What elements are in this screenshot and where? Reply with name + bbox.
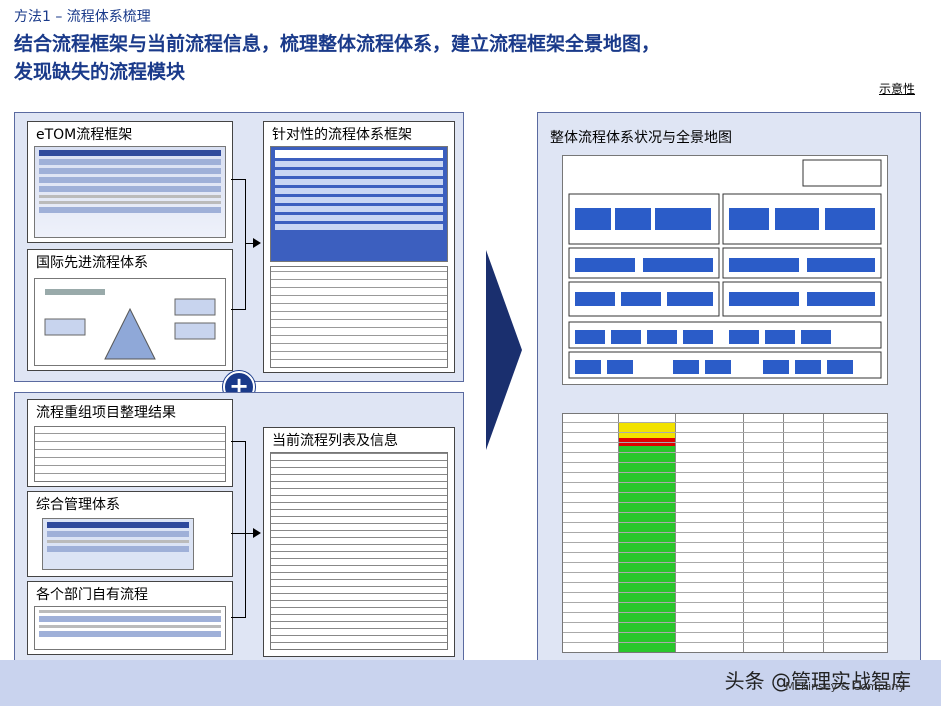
target-thumb-top <box>270 146 448 262</box>
reorg-thumbnail <box>34 426 226 482</box>
sources-panel: 流程重组项目整理结果 综合管理体系 各个部门自有流程 当前流程列表及信息 <box>14 392 464 662</box>
reorg-card: 流程重组项目整理结果 <box>27 399 233 487</box>
illustrative-label: 示意性 <box>878 82 915 96</box>
dept-thumbnail <box>34 606 226 650</box>
target-title: 针对性的流程体系框架 <box>272 127 412 143</box>
footer-credit: McKinsey & Company <box>785 680 905 693</box>
frameworks-panel: eTOM流程框架 国际先进流程体系 针对性的流程体系框架 <box>14 112 464 382</box>
overview-map <box>562 155 888 385</box>
intl-card: 国际先进流程体系 <box>27 249 233 371</box>
current-list-title: 当前流程列表及信息 <box>272 433 398 449</box>
etom-card: eTOM流程框架 <box>27 121 233 243</box>
etom-title: eTOM流程框架 <box>36 127 133 143</box>
etom-thumbnail <box>34 146 226 238</box>
overview-panel: 整体流程体系状况与全景地图 <box>537 112 921 662</box>
footer-bar <box>0 660 941 706</box>
section-kicker: 方法1 – 流程体系梳理 <box>14 9 151 25</box>
headline-line-1: 结合流程框架与当前流程信息，梳理整体流程体系，建立流程框架全景地图， <box>14 33 661 55</box>
target-card: 针对性的流程体系框架 <box>263 121 455 373</box>
dept-title: 各个部门自有流程 <box>36 587 148 603</box>
overview-process-table <box>562 413 888 653</box>
current-list-table <box>270 452 448 650</box>
arrow-right-icon <box>253 238 261 248</box>
intl-thumbnail <box>34 278 226 366</box>
headline-line-2: 发现缺失的流程模块 <box>14 61 186 83</box>
reorg-title: 流程重组项目整理结果 <box>36 405 176 421</box>
current-list-card: 当前流程列表及信息 <box>263 427 455 657</box>
footer-brand: 头条 @管理实战智库 <box>724 669 911 693</box>
mgmt-card: 综合管理体系 <box>27 491 233 577</box>
target-thumb-bottom <box>270 266 448 368</box>
dept-card: 各个部门自有流程 <box>27 581 233 655</box>
intl-title: 国际先进流程体系 <box>36 255 148 271</box>
pyramid-diagram-icon <box>44 289 216 360</box>
overview-title: 整体流程体系状况与全景地图 <box>550 130 732 146</box>
big-arrow-right-icon <box>486 250 522 450</box>
mgmt-title: 综合管理体系 <box>36 497 120 513</box>
page-headline: 结合流程框架与当前流程信息，梳理整体流程体系，建立流程框架全景地图， 发现缺失的… <box>14 30 914 86</box>
arrow-right-icon <box>253 528 261 538</box>
mgmt-thumbnail <box>42 518 194 570</box>
